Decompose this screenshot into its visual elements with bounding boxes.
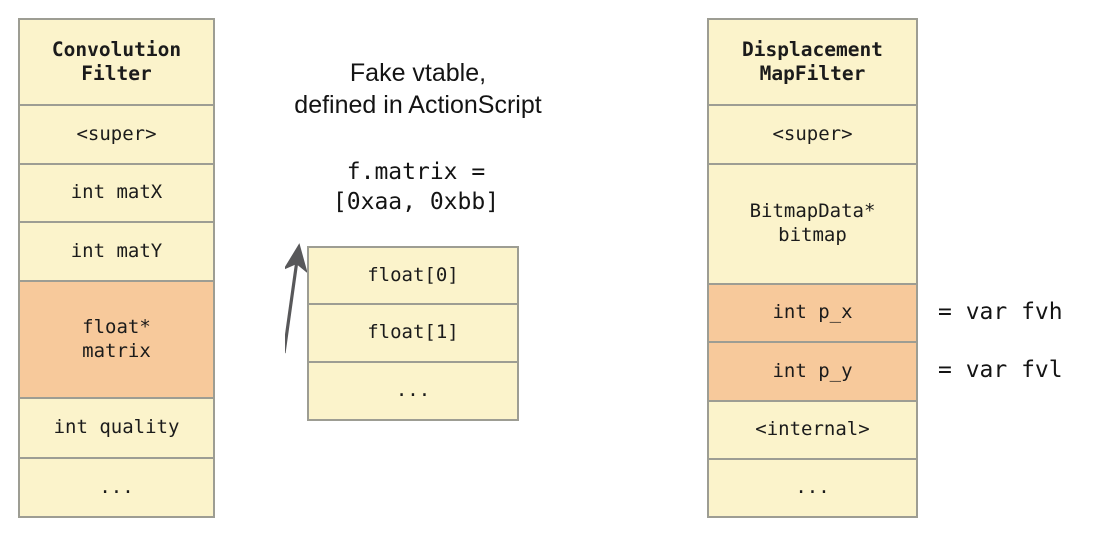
annotation-px-equals-fvh: = var fvh: [938, 299, 1063, 325]
struct-displacement-map-filter: Displacement MapFilter <super> BitmapDat…: [707, 18, 918, 518]
struct-row-convolution-maty: int matY: [20, 223, 213, 282]
struct-row-convolution-matrix: float* matrix: [20, 282, 213, 399]
struct-row-displacement-px: int p_x: [709, 285, 916, 343]
struct-float-array: float[0] float[1] ...: [307, 246, 519, 421]
struct-row-float-1: float[1]: [309, 305, 517, 363]
caption-fake-vtable: Fake vtable, defined in ActionScript: [294, 59, 542, 119]
struct-row-displacement-super: <super>: [709, 106, 916, 165]
struct-row-float-0: float[0]: [309, 248, 517, 305]
struct-row-convolution-matx: int matX: [20, 165, 213, 223]
struct-row-displacement-bitmap: BitmapData* bitmap: [709, 165, 916, 285]
struct-row-convolution-ellipsis: ...: [20, 459, 213, 516]
struct-row-displacement-title: Displacement MapFilter: [709, 20, 916, 106]
struct-row-displacement-internal: <internal>: [709, 402, 916, 460]
struct-row-convolution-title: Convolution Filter: [20, 20, 213, 106]
struct-row-convolution-super: <super>: [20, 106, 213, 165]
struct-row-convolution-quality: int quality: [20, 399, 213, 459]
struct-row-displacement-ellipsis: ...: [709, 460, 916, 516]
struct-row-float-ellipsis: ...: [309, 363, 517, 419]
struct-row-displacement-py: int p_y: [709, 343, 916, 402]
annotation-py-equals-fvl: = var fvl: [938, 357, 1063, 383]
struct-convolution-filter: Convolution Filter <super> int matX int …: [18, 18, 215, 518]
caption-f-matrix-assignment: f.matrix = [0xaa, 0xbb]: [332, 159, 500, 216]
